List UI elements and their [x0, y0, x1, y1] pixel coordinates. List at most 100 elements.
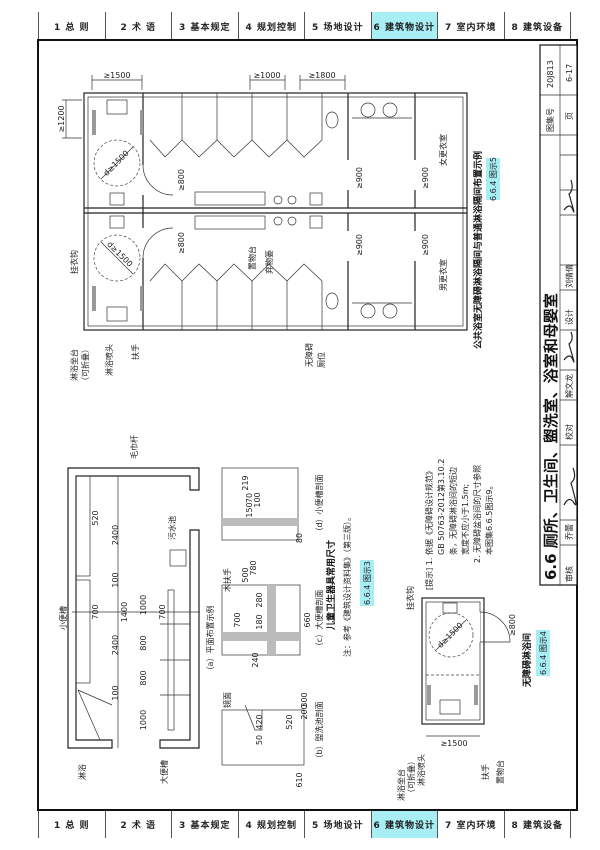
dim: 2400 [111, 635, 120, 655]
checker-name: 解文龙 [564, 374, 574, 398]
figure5-labels: ≥1500 ≥1000 ≥1800 ≥1200 d≥1500 d≥1500 ≥8… [57, 71, 500, 385]
atlas-no-label: 图集号 [545, 108, 555, 132]
turning-circle [93, 139, 141, 187]
label-rail: 扶手 [480, 764, 490, 780]
tab-terms[interactable]: 2 术 语 [106, 12, 172, 40]
subfig-b-caption: （b）盥洗池剖面 [314, 701, 324, 762]
figure5-caption: 公共浴室无障碍淋浴隔间与普通淋浴隔间布置示例 [472, 151, 484, 349]
dim: 800 [139, 670, 148, 685]
tab-interior[interactable]: 7 室内环境 [438, 12, 505, 40]
page-label: 页 [565, 112, 574, 120]
dim-1500: ≥1500 [103, 71, 130, 80]
label-toilet-trough: 大便槽 [159, 760, 169, 784]
dim: 700 [233, 612, 242, 627]
tip-line: 宽度不应小于1.5m; [460, 484, 470, 555]
figure3-tag-highlight [360, 560, 374, 606]
dim-d1500: d≥1500 [436, 621, 465, 650]
dim: 180 [255, 614, 264, 629]
tab-general[interactable]: 1 总 则 [39, 810, 106, 838]
page-number: 6-17 [565, 64, 574, 82]
turning-circle [428, 612, 474, 658]
design-label: 设计 [564, 309, 574, 325]
tip-line: [提示] 1. 依据《无障碍设计规范》 [424, 467, 434, 590]
tab-basic-rules[interactable]: 3 基本规定 [172, 810, 239, 838]
dim: 700 [91, 604, 100, 619]
figure4-plan [421, 597, 511, 737]
dim: 70 [245, 493, 254, 503]
tip-line: 本图集6.6.5图示9。 [484, 482, 494, 555]
label-foldable: （可折叠） [80, 345, 90, 385]
dim: 420 [255, 714, 264, 729]
label-shelf: 置物台 [247, 246, 257, 270]
subfig-d-caption: （d）小便槽剖面 [314, 474, 324, 535]
dim-800: ≥800 [177, 169, 186, 191]
reviewer-signature [563, 467, 577, 506]
dim: 280 [255, 592, 264, 607]
label-female-locker: 女更衣室 [438, 134, 448, 166]
tip-line: 条，无障碍淋浴间的短边 [448, 467, 458, 555]
figure4-tag: 6.6.4 图示4 [539, 631, 548, 675]
subfig-c-caption: （c）大便槽剖面 [314, 590, 324, 650]
dim-800: ≥800 [508, 614, 517, 636]
designer-signature [563, 179, 575, 213]
tab-planning[interactable]: 4 规划控制 [239, 12, 305, 40]
figure3-labels: 毛巾杆 污水池 小便槽 淋浴 大便槽 镜面 木扶手 520 2400 100 7… [58, 435, 374, 788]
figure3-note: 注：参考《建筑设计资料集》（第三版）。 [342, 513, 352, 657]
dim: 520 [91, 510, 100, 525]
dim: 1000 [139, 710, 148, 730]
tab-basic-rules[interactable]: 3 基本规定 [172, 12, 239, 40]
label-seat: 淋浴坐台 [396, 769, 406, 801]
tab-equipment[interactable]: 8 建筑设备 [505, 12, 571, 40]
label-mirror: 镜面 [222, 692, 232, 708]
label-shower-head: 淋浴喷头 [104, 344, 114, 376]
designer-name: 刘倩倩 [564, 264, 574, 288]
label-accessible-toilet: 无障碍 [304, 343, 314, 367]
label-shower: 淋浴 [77, 764, 87, 780]
tab-general[interactable]: 1 总 则 [39, 12, 106, 40]
dim: 50 [255, 735, 264, 745]
figure5-plan [62, 75, 468, 331]
chapter-tabs-bottom: 1 总 则 2 术 语 3 基本规定 4 规划控制 5 场地设计 6 建筑物设计… [38, 810, 571, 838]
dim-1800: ≥1800 [308, 71, 335, 80]
label-hook: 挂衣钩 [405, 586, 415, 610]
tab-equipment[interactable]: 8 建筑设备 [505, 810, 571, 838]
label-mop-sink: 污水池 [167, 516, 177, 540]
dim: 100 [111, 685, 120, 700]
label-towel-bar: 毛巾杆 [129, 435, 139, 459]
tab-planning[interactable]: 4 规划控制 [239, 810, 305, 838]
tips-note: [提示] 1. 依据《无障碍设计规范》 GB 50763-2012第3.10.2… [424, 459, 494, 590]
check-label: 校对 [564, 424, 574, 440]
label-handrail: 木扶手 [222, 568, 232, 592]
tab-terms[interactable]: 2 术 语 [106, 810, 172, 838]
tip-line: GB 50763-2012第3.10.2 [436, 459, 446, 555]
tab-building-design[interactable]: 6 建筑物设计 [371, 810, 438, 838]
figure3-drawings [67, 467, 305, 766]
tab-building-design[interactable]: 6 建筑物设计 [371, 12, 438, 40]
label-seat: 淋浴坐台 [69, 349, 79, 381]
figure4-tag-highlight [536, 630, 550, 676]
chapter-tabs-top: 1 总 则 2 术 语 3 基本规定 4 规划控制 5 场地设计 6 建筑物设计… [38, 12, 571, 40]
label-bin: 弃物篓 [264, 250, 274, 274]
label-male-locker: 男更衣室 [438, 259, 448, 291]
dim: 520 [285, 714, 294, 729]
label-rail: 扶手 [130, 344, 140, 360]
dim: 2400 [111, 525, 120, 545]
label-foldable: （可折叠） [406, 757, 416, 797]
dim-900: ≥900 [355, 234, 364, 256]
dim-1200: ≥1200 [57, 105, 66, 132]
label-urinal-trough: 小便槽 [58, 606, 68, 630]
figure4-labels: 挂衣钩 淋浴坐台 （可折叠） 淋浴喷头 扶手 置物台 ≥1500 ≥800 d≥… [396, 586, 550, 801]
dim: 100 [111, 572, 120, 587]
label-shelf: 置物台 [495, 760, 505, 784]
figure5-tag-highlight [486, 158, 500, 200]
dim-900: ≥900 [421, 167, 430, 189]
figure5-tag: 6.6.4 图示5 [489, 157, 498, 201]
tip-line: 2. 无障碍盆浴间的尺寸参照 [472, 465, 482, 563]
tab-site-design[interactable]: 5 场地设计 [305, 810, 372, 838]
dim: 780 [249, 560, 258, 575]
label-accessible-toilet-2: 厕位 [316, 352, 326, 368]
tab-site-design[interactable]: 5 场地设计 [305, 12, 372, 40]
dim-800: ≥800 [177, 232, 186, 254]
tab-interior[interactable]: 7 室内环境 [438, 810, 505, 838]
